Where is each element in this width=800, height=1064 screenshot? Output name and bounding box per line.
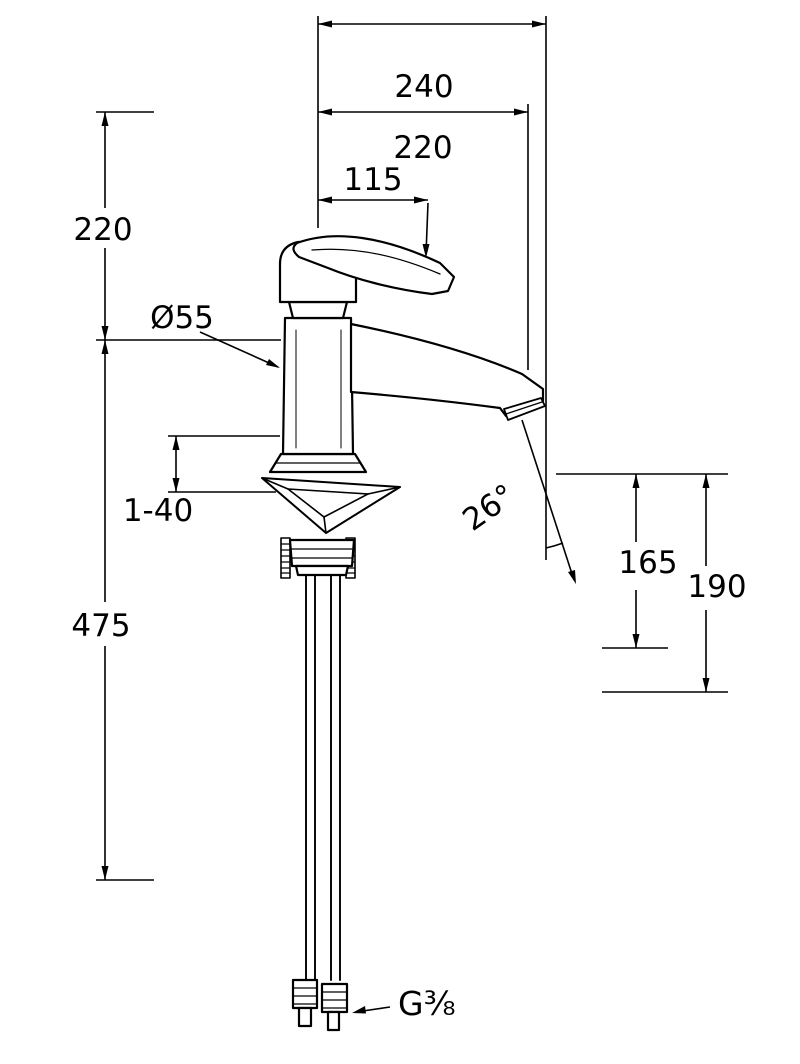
faucet-object <box>261 235 546 1032</box>
label-spray-angle: 26° <box>456 477 522 538</box>
faucet-base <box>268 452 368 474</box>
lever-handle <box>292 235 456 296</box>
label-height-lower: 475 <box>71 608 130 644</box>
dim-190 <box>602 474 728 693</box>
supply-pipes <box>305 573 341 981</box>
label-mounting-range: 1-40 <box>123 493 193 529</box>
label-height-outlet: 165 <box>618 545 677 581</box>
faucet-body <box>281 316 355 456</box>
mounting-bracket <box>261 477 401 534</box>
dim-475 <box>96 340 154 881</box>
label-height-spout-tip: 190 <box>687 569 746 605</box>
label-width-spout: 220 <box>393 130 452 166</box>
aerator <box>503 397 546 421</box>
dimension-labels: 240 220 115 220 Ø55 1-40 475 26° 165 190… <box>71 69 746 1023</box>
dim-240 <box>317 16 547 560</box>
label-width-overall: 240 <box>394 69 453 105</box>
dim-165 <box>556 473 728 649</box>
dim-thread <box>352 1006 391 1014</box>
label-diameter-body: Ø55 <box>150 300 214 336</box>
dim-angle-26 <box>521 419 576 584</box>
label-height-upper: 220 <box>73 212 132 248</box>
mounting-nut <box>288 538 356 577</box>
label-thread-size: G⅜ <box>398 984 456 1023</box>
dim-220-width <box>318 104 529 370</box>
dim-1-40 <box>168 435 280 493</box>
dim-115 <box>318 196 430 258</box>
cartridge-collar <box>287 300 349 320</box>
label-width-handle: 115 <box>343 162 402 198</box>
dimension-lines <box>96 16 728 1014</box>
dim-220-height <box>96 111 281 341</box>
faucet-spout <box>349 322 546 421</box>
hose-connectors <box>291 978 349 1032</box>
dim-diameter-55 <box>199 331 280 368</box>
